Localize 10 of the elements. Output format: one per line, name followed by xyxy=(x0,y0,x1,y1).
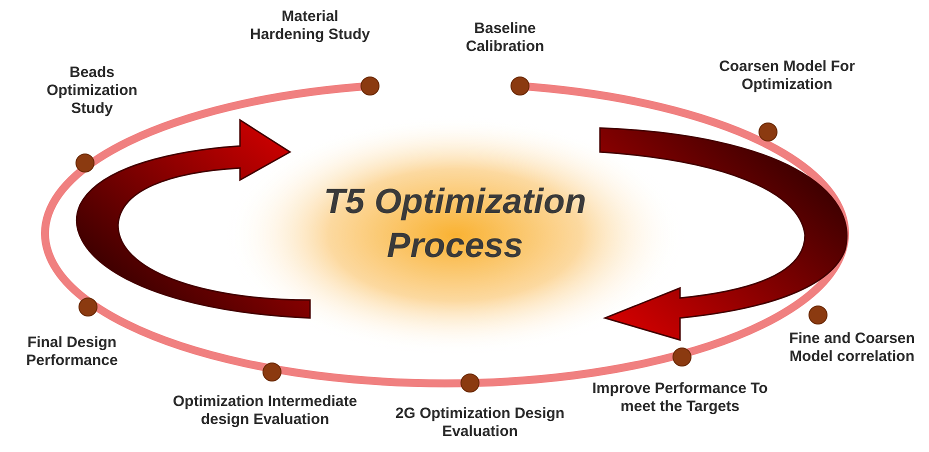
step-label: Material Hardening Study xyxy=(248,8,371,44)
step-label: Improve Performance To meet the Targets xyxy=(591,380,769,416)
diagram-title: T5 Optimization Process xyxy=(322,181,588,267)
step-label: Coarsen Model For Optimization xyxy=(718,58,856,94)
step-label: Fine and Coarsen Model correlation xyxy=(788,330,916,366)
step-label: Beads Optimization Study xyxy=(46,64,138,118)
step-label: 2G Optimization Design Evaluation xyxy=(395,405,565,441)
step-label: Final Design Performance xyxy=(25,334,119,370)
step-label: Optimization Intermediate design Evaluation xyxy=(172,393,358,429)
step-label: Baseline Calibration xyxy=(464,20,546,56)
